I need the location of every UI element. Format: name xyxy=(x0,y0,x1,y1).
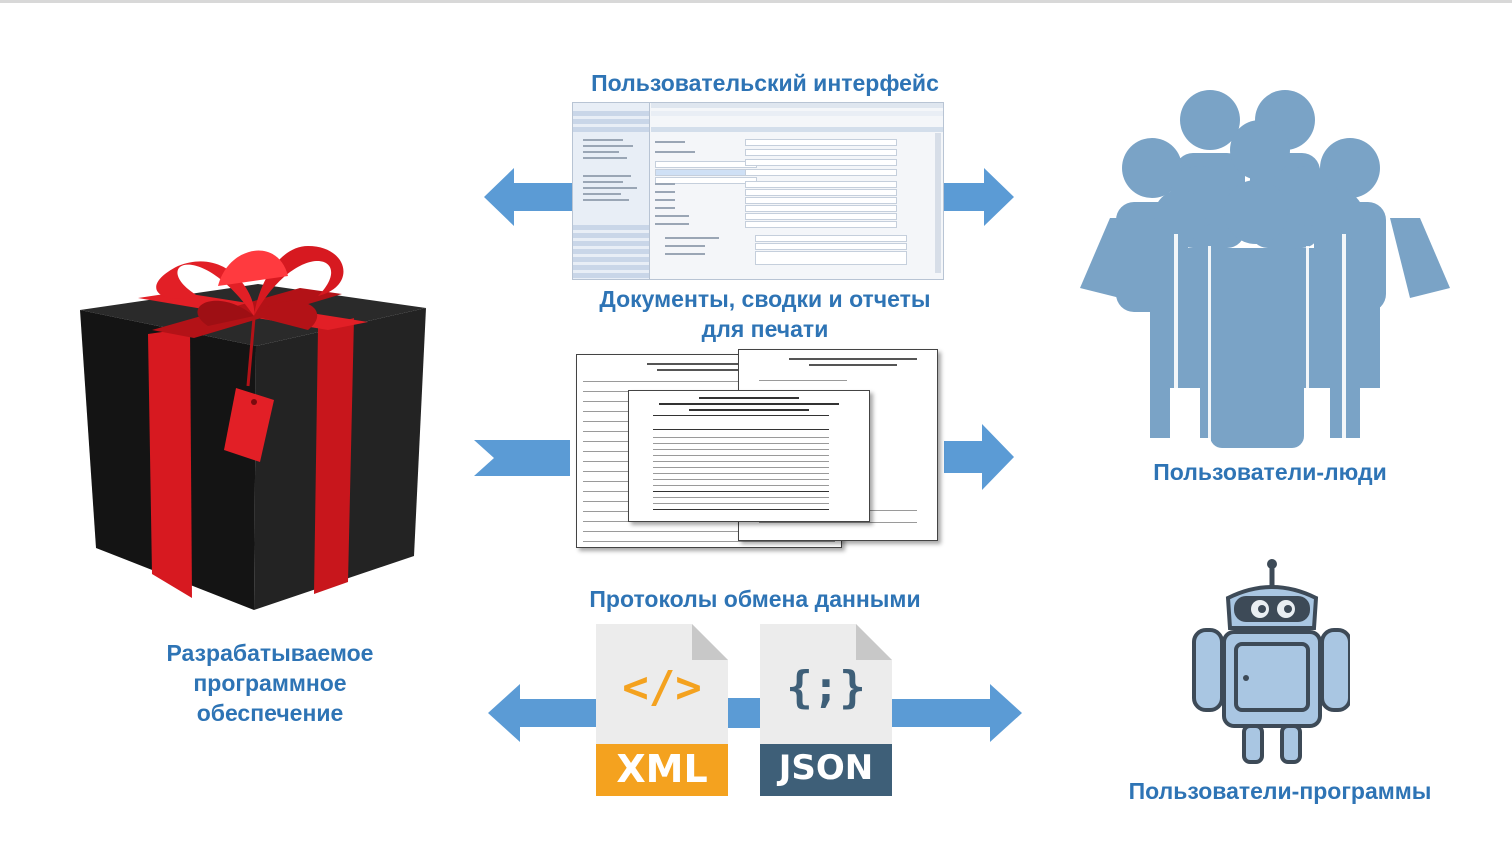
top-divider xyxy=(0,0,1512,3)
json-file-icon: {;} JSON xyxy=(760,624,892,796)
arrow-docs-right-icon xyxy=(944,424,1014,490)
xml-file-icon: </> XML xyxy=(596,624,728,796)
users-programs-title: Пользователи-программы xyxy=(1128,778,1432,804)
arrow-protocols-right-icon xyxy=(890,684,1022,742)
xml-label: XML xyxy=(616,747,708,791)
software-title-line3: обеспечение xyxy=(196,700,344,726)
arrow-docs-chevron-icon xyxy=(474,440,570,476)
ui-thumb-sidebar xyxy=(573,103,650,279)
xml-glyph: </> xyxy=(622,662,702,713)
software-title-line1: Разрабатываемое xyxy=(166,640,374,666)
gift-box-icon xyxy=(80,246,426,610)
json-glyph: {;} xyxy=(786,662,866,713)
protocols-title: Протоколы обмена данными xyxy=(589,586,921,612)
people-group-icon xyxy=(1080,90,1450,448)
ui-title: Пользовательский интерфейс xyxy=(591,70,939,96)
arrow-ui-right-icon xyxy=(944,168,1014,226)
ui-screenshot-thumbnail xyxy=(572,102,944,280)
arrow-protocols-left-icon xyxy=(488,684,598,742)
json-label: JSON xyxy=(778,748,874,788)
docs-title-line2: для печати xyxy=(701,316,829,342)
docs-title-line1: Документы, сводки и отчеты xyxy=(599,286,931,312)
users-people-title: Пользователи-люди xyxy=(1153,459,1387,485)
robot-icon xyxy=(1192,559,1350,764)
arrow-protocols-mid-icon xyxy=(728,698,762,728)
activity-report-thumbnail xyxy=(628,390,870,522)
arrow-ui-left-icon xyxy=(484,168,576,226)
software-title-line2: программное xyxy=(193,670,347,696)
